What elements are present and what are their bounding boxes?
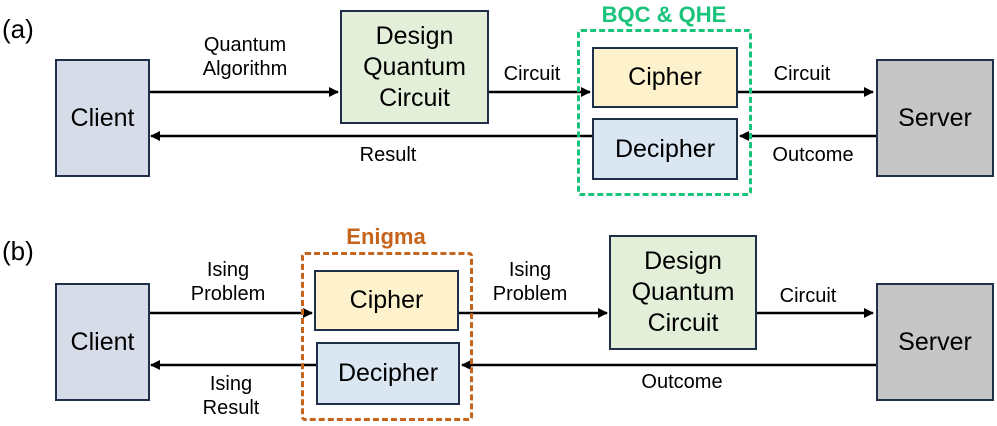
design-line-3: Circuit bbox=[647, 309, 719, 337]
server-label: Server bbox=[898, 103, 972, 132]
edge-label-outcome: Outcome bbox=[772, 144, 854, 166]
client-label: Client bbox=[70, 327, 135, 356]
panel-a-tag: (a) bbox=[2, 14, 34, 44]
design-line-1: Design bbox=[644, 247, 722, 275]
enigma-group bbox=[301, 252, 473, 421]
client-box-b: Client bbox=[55, 283, 150, 401]
design-line-1: Design bbox=[375, 21, 454, 50]
decipher-box-b: Decipher bbox=[316, 342, 460, 405]
edge-label-line: Result bbox=[202, 397, 260, 419]
decipher-box-a: Decipher bbox=[592, 118, 738, 180]
decipher-label: Decipher bbox=[337, 359, 439, 387]
server-box-a: Server bbox=[876, 59, 994, 177]
bqc-qhe-group bbox=[577, 29, 752, 196]
design-line-2: Quantum bbox=[631, 278, 735, 306]
edge-label-ising-result: Ising Result bbox=[203, 372, 260, 420]
edge-label-line: Ising bbox=[206, 259, 250, 281]
client-box-a: Client bbox=[55, 59, 150, 177]
edge-label-line: Problem bbox=[190, 283, 266, 305]
panel-b-tag: (b) bbox=[2, 236, 34, 266]
edge-label-quantum-algorithm: Quantum Algorithm bbox=[203, 33, 287, 81]
cipher-box-b: Cipher bbox=[314, 270, 459, 331]
client-label: Client bbox=[70, 103, 135, 132]
edge-label-ising-problem-in: Ising Problem bbox=[191, 258, 265, 306]
edge-label-line: Quantum bbox=[203, 34, 287, 56]
design-quantum-circuit-box-a: Design Quantum Circuit bbox=[340, 10, 489, 124]
edge-label-circuit-in: Circuit bbox=[503, 63, 561, 85]
design-quantum-circuit-box-b: Design Quantum Circuit bbox=[609, 235, 757, 350]
server-label: Server bbox=[898, 327, 972, 356]
edge-label-line: Problem bbox=[492, 283, 568, 305]
edge-label-circuit-out: Circuit bbox=[773, 63, 831, 85]
design-line-2: Quantum bbox=[363, 52, 466, 81]
edge-label-outcome-b: Outcome bbox=[641, 371, 723, 393]
server-box-b: Server bbox=[876, 283, 994, 401]
cipher-box-a: Cipher bbox=[592, 47, 738, 108]
decipher-label: Decipher bbox=[614, 134, 716, 163]
edge-label-result: Result bbox=[359, 144, 417, 166]
bqc-qhe-title: BQC & QHE bbox=[597, 2, 731, 28]
cipher-label: Cipher bbox=[628, 63, 702, 91]
edge-label-line: Ising bbox=[209, 373, 253, 395]
edge-label-line: Algorithm bbox=[202, 58, 288, 80]
design-line-3: Circuit bbox=[379, 83, 450, 112]
edge-label-line: Ising bbox=[508, 259, 552, 281]
enigma-title: Enigma bbox=[342, 224, 430, 250]
edge-label-circuit-b: Circuit bbox=[779, 285, 837, 307]
cipher-label: Cipher bbox=[349, 286, 424, 314]
edge-label-ising-problem-out: Ising Problem bbox=[493, 258, 567, 306]
